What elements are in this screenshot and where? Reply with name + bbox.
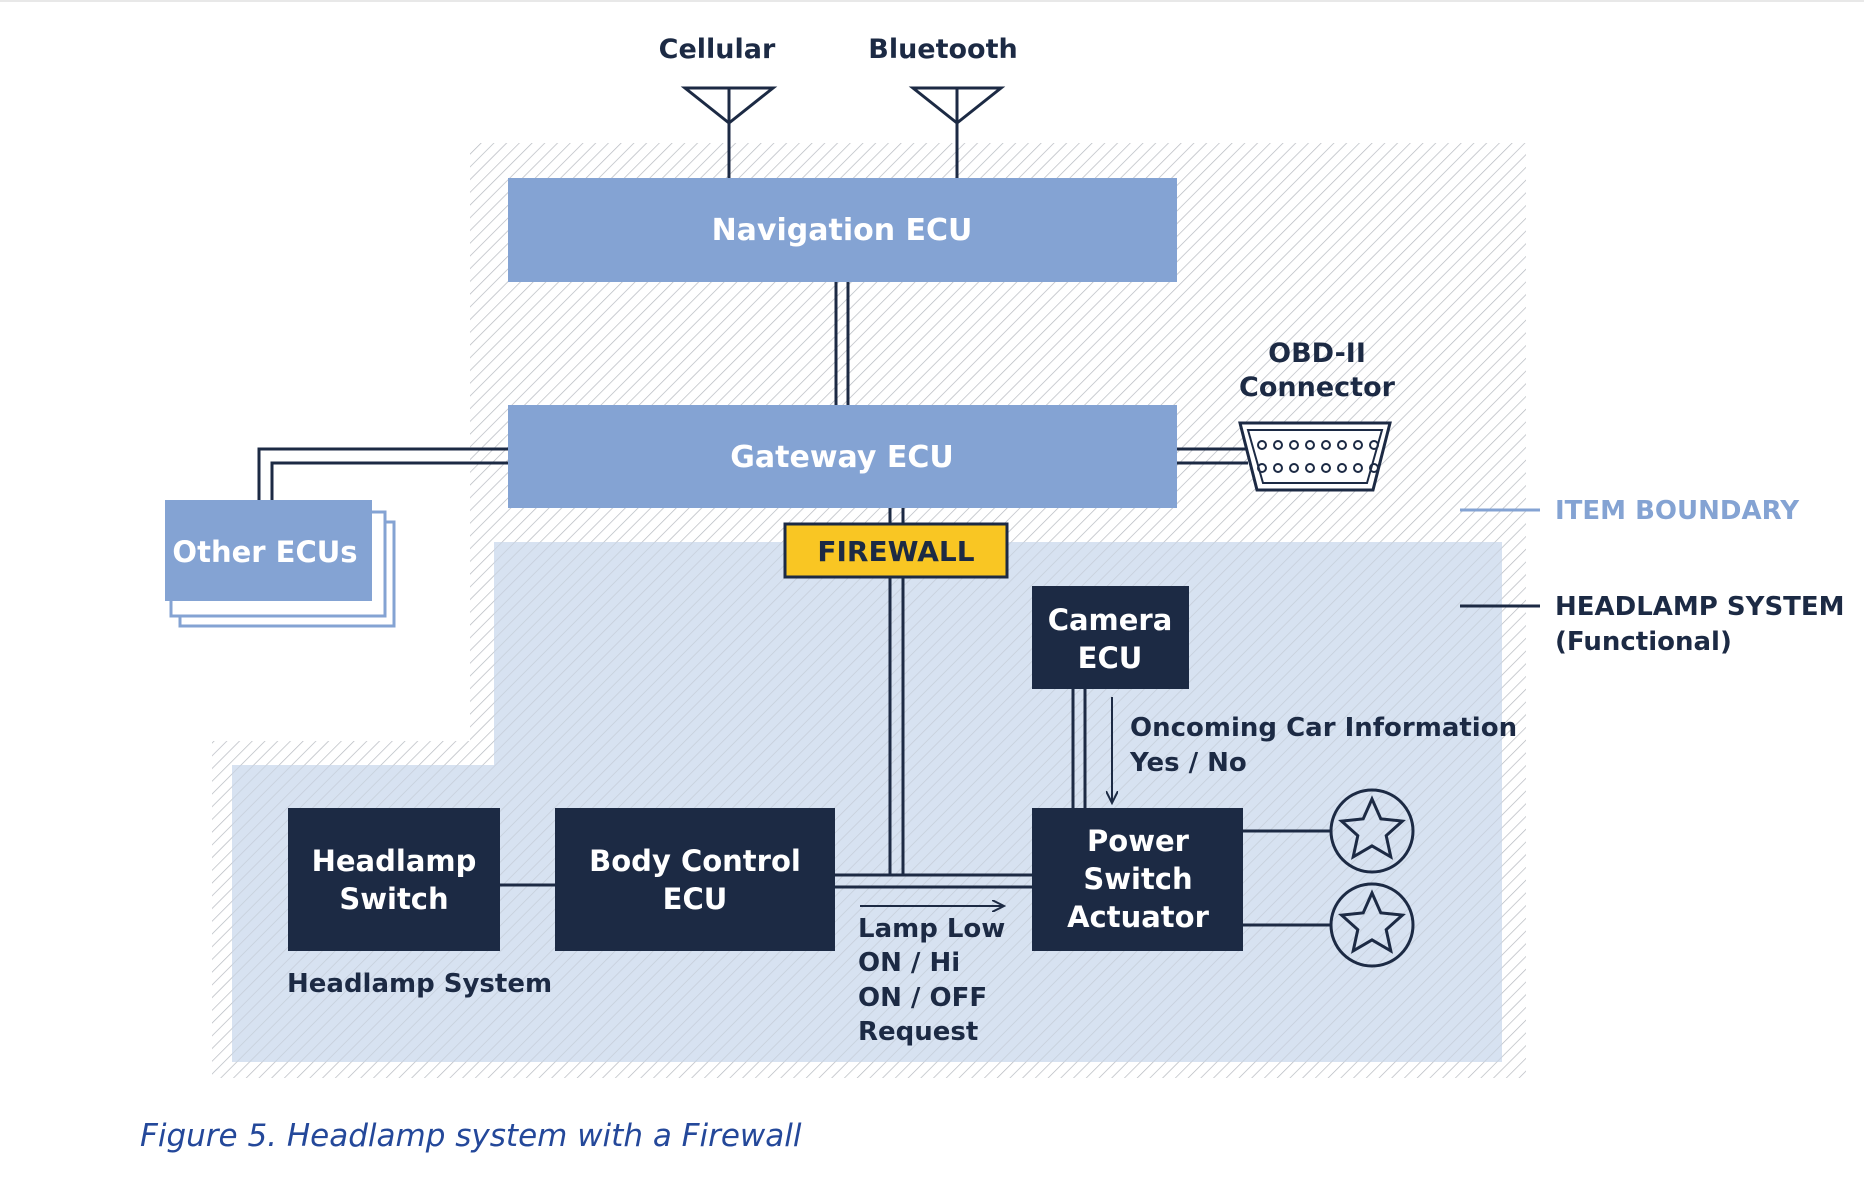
- lamp-star-icon: [1329, 882, 1415, 968]
- bluetooth-antenna-icon: [908, 86, 1006, 180]
- firewall-block: [783, 522, 1009, 579]
- oncoming-info-line2: Yes / No: [1129, 748, 1247, 778]
- body-control-ecu-label-line2: ECU: [663, 882, 728, 916]
- obd-connector-icon: [1238, 421, 1392, 492]
- cellular-label: Cellular: [659, 34, 776, 65]
- navigation-ecu-label: Navigation ECU: [712, 213, 973, 248]
- camera-ecu-label-line1: Camera: [1048, 603, 1173, 637]
- navigation-ecu-block: [508, 178, 1177, 282]
- lamp-request-line2: ON / Hi: [858, 948, 960, 978]
- headlamp-switch-label-line2: Switch: [339, 882, 448, 916]
- other-ecus-block: [165, 500, 372, 601]
- actuator-label-line3: Actuator: [1067, 900, 1209, 934]
- top-divider: [0, 0, 1864, 2]
- camera-ecu-label-line2: ECU: [1078, 641, 1143, 675]
- other-ecus-label: Other ECUs: [172, 535, 357, 569]
- bluetooth-label: Bluetooth: [868, 34, 1018, 65]
- cellular-antenna-icon: [680, 86, 778, 180]
- power-switch-actuator-block: [1032, 808, 1243, 951]
- lamp-request-line3: ON / OFF: [858, 983, 987, 1013]
- actuator-label-line2: Switch: [1083, 862, 1192, 896]
- gateway-other-ecus-link: [257, 447, 508, 500]
- firewall-label: FIREWALL: [817, 535, 974, 568]
- lamp-star-icon: [1329, 788, 1415, 874]
- figure-caption: Figure 5. Headlamp system with a Firewal…: [140, 1118, 802, 1154]
- obd-label-line2: Connector: [1239, 372, 1396, 403]
- body-control-ecu-block: [555, 808, 835, 951]
- lamp-request-line1: Lamp Low: [858, 914, 1005, 944]
- gateway-ecu-block: [508, 405, 1177, 508]
- oncoming-info-line1: Oncoming Car Information: [1130, 713, 1517, 743]
- headlamp-switch-block: [288, 808, 500, 951]
- obd-label-line1: OBD-II: [1268, 338, 1366, 369]
- gateway-ecu-label: Gateway ECU: [730, 440, 953, 475]
- headlamp-system-legend-line1: HEADLAMP SYSTEM: [1555, 592, 1845, 622]
- actuator-label-line1: Power: [1087, 824, 1190, 858]
- lamp-request-line4: Request: [858, 1017, 978, 1047]
- body-control-ecu-label-line1: Body Control: [589, 844, 801, 878]
- item-boundary-legend-label: ITEM BOUNDARY: [1555, 496, 1800, 526]
- camera-ecu-block: [1032, 586, 1189, 689]
- headlamp-switch-label-line1: Headlamp: [312, 844, 477, 878]
- headlamp-system-label: Headlamp System: [287, 969, 552, 999]
- headlamp-system-legend-line2: (Functional): [1555, 627, 1732, 657]
